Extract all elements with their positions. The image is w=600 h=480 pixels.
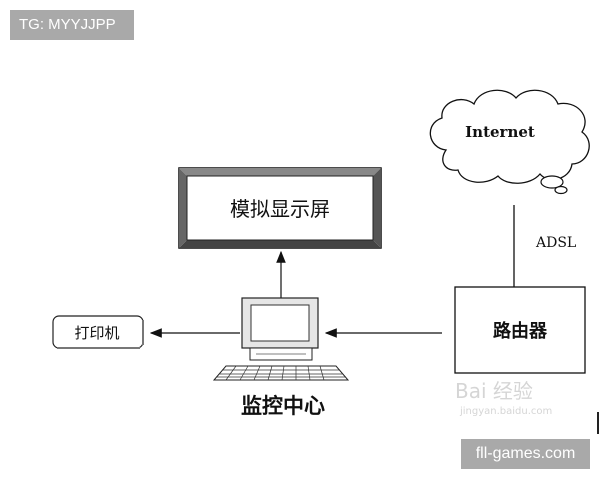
internet-label: Internet xyxy=(465,123,535,141)
printer-box: 打印机 xyxy=(52,315,144,349)
tg-tag: TG: MYYJJPP xyxy=(10,10,134,40)
internet-cloud-icon: Internet xyxy=(429,89,590,195)
printer-label: 打印机 xyxy=(74,324,119,342)
center-label: 监控中心 xyxy=(241,394,325,418)
watermark-text: Bai 经验 xyxy=(455,379,533,403)
site-watermark: fll-games.com xyxy=(461,439,590,469)
baidu-watermark: Bai 经验 jingyan.baidu.com xyxy=(455,379,552,417)
adsl-label: ADSL xyxy=(535,235,576,251)
display-label: 模拟显示屏 xyxy=(230,197,330,221)
display-screen-box: 模拟显示屏 xyxy=(178,167,382,249)
text-cursor xyxy=(597,412,599,434)
router-label: 路由器 xyxy=(493,320,548,342)
computer-icon xyxy=(212,297,350,381)
watermark-subtext: jingyan.baidu.com xyxy=(459,406,552,417)
router-box: 路由器 xyxy=(454,286,586,374)
